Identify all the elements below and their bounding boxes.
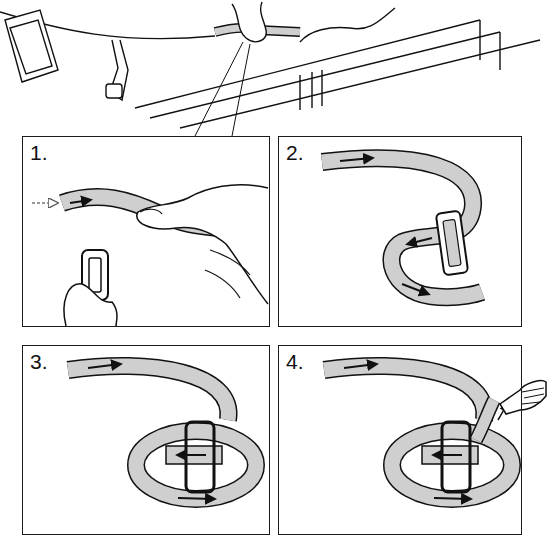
direction-arrow (402, 284, 428, 294)
top-scene (0, 2, 540, 136)
finger (522, 388, 544, 404)
thumbnail (140, 209, 162, 214)
hand (137, 185, 268, 304)
pointing-hand (500, 381, 546, 414)
table-edge (135, 20, 480, 108)
direction-arrow (344, 364, 376, 368)
side-item-inner (10, 20, 52, 74)
strap (68, 366, 229, 420)
step-3-figure (68, 364, 256, 499)
step-number: 4. (279, 346, 310, 373)
direction-arrow (70, 200, 90, 203)
strap-loop-outline (392, 431, 512, 499)
strap (324, 366, 485, 420)
step-number: 2. (279, 137, 310, 164)
strap-outline (322, 158, 482, 297)
step-4-figure (324, 364, 546, 499)
step-1-figure (32, 185, 268, 326)
table-leg (300, 70, 322, 110)
table-leg (480, 20, 500, 70)
step-number: 3. (23, 346, 54, 373)
direction-arrow (340, 158, 372, 161)
strap-end-outline (476, 400, 494, 440)
finger (205, 250, 250, 298)
strap-outline (324, 366, 485, 420)
hanging-buckle (106, 84, 122, 98)
buckle (186, 422, 214, 492)
strap-loop-outline (136, 431, 256, 499)
hand (64, 284, 117, 326)
step-2-figure (322, 158, 482, 297)
direction-arrow (178, 454, 206, 456)
direction-arrow (434, 498, 470, 499)
direction-arrow (178, 498, 214, 499)
hand (232, 2, 266, 42)
strap-loop (392, 431, 512, 499)
table-edge (150, 32, 500, 118)
hand (300, 8, 395, 42)
buckle-slot (89, 258, 101, 292)
step-number: 1. (23, 137, 54, 164)
strap-outline (68, 366, 229, 420)
step-panel: 3. (22, 345, 270, 535)
side-item (5, 10, 58, 82)
step-panel: 2. (278, 136, 522, 327)
direction-arrow (408, 238, 432, 244)
table-edge (180, 40, 540, 128)
step-panel: 1. (22, 136, 270, 327)
buckle (442, 422, 470, 492)
strap-loop (136, 431, 256, 499)
direction-arrow (88, 364, 120, 368)
direction-arrow (434, 454, 462, 456)
zoom-line (195, 42, 250, 136)
buckle-slot (443, 219, 461, 266)
strap-end (476, 400, 494, 440)
step-panel: 4. (278, 345, 522, 535)
strap (322, 158, 482, 297)
insert-arrow (32, 202, 56, 204)
buckle (436, 211, 468, 276)
